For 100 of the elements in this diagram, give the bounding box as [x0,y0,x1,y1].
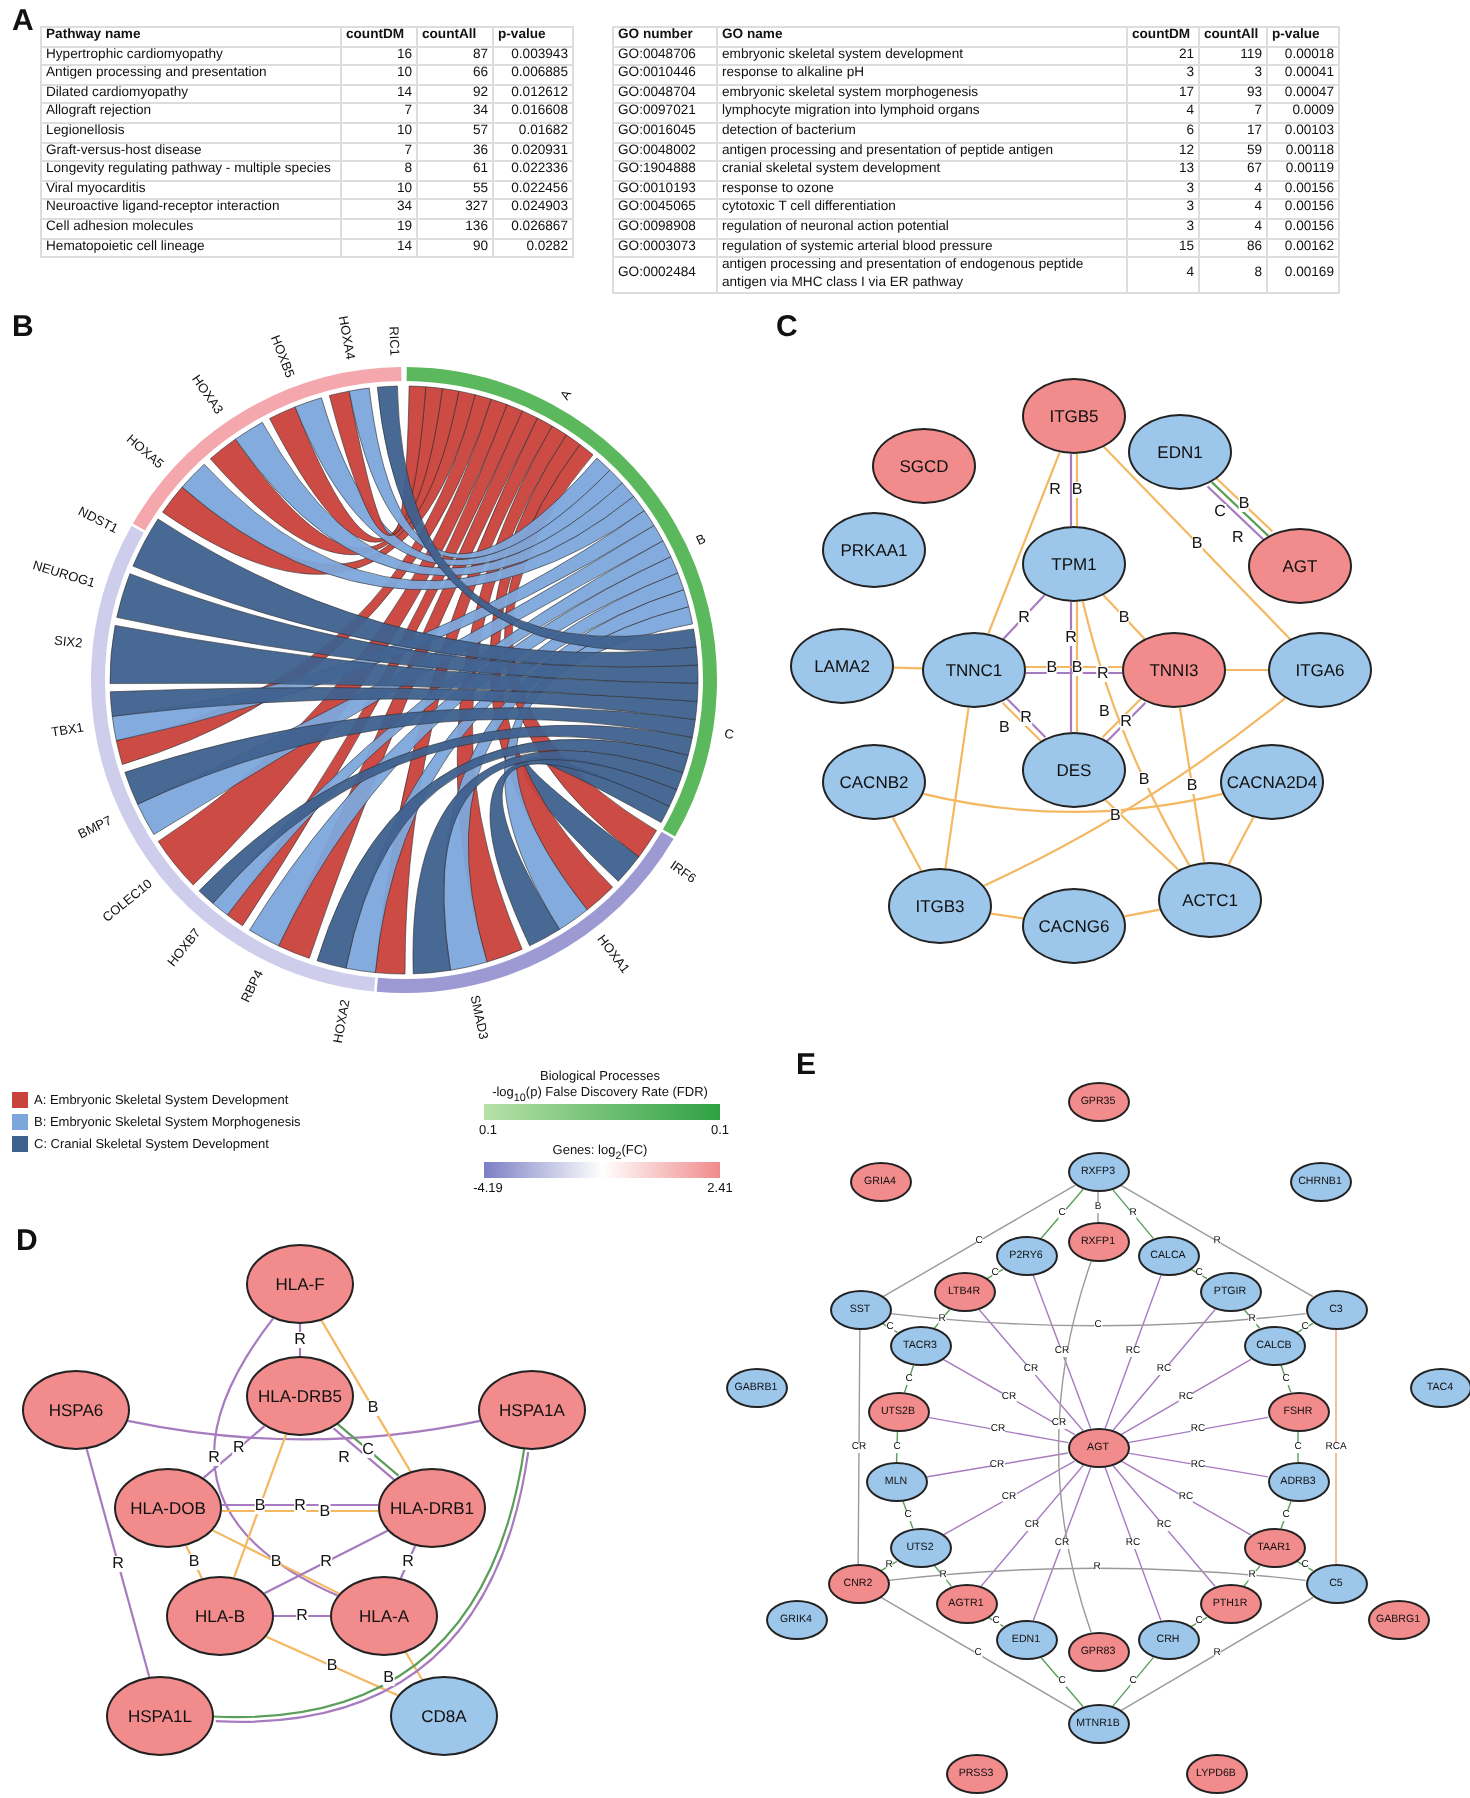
gene-name: DES [1056,760,1092,780]
connector-line [1280,1364,1292,1394]
gene-name: CACNG6 [1038,916,1110,936]
connector-line [298,1324,302,1356]
connector-line [1104,1274,1162,1430]
gene-name: HLA-DOB [130,1498,206,1518]
connector-line [1227,816,1255,866]
connector-line [923,792,1223,813]
gene-node [246,1356,354,1436]
connector-line [1097,1191,1099,1223]
connector-line [882,1184,1076,1298]
connector-line [1297,1431,1299,1463]
gene-node [790,628,894,704]
gene-node [872,428,976,504]
edge-label: B [188,1554,200,1570]
gene-name: ITGB3 [915,896,965,916]
edge-label: B [1238,496,1250,513]
edge-label: B [367,1400,379,1417]
edge-label: B [326,1658,338,1674]
gene-node [888,868,992,944]
gene-node [1267,1462,1329,1502]
connector-line [1112,1308,1216,1432]
gene-node [1267,1392,1329,1432]
connector-line [891,816,923,872]
gene-node [849,1162,911,1202]
gene-node [1409,1368,1470,1408]
edge-label: R [402,1554,414,1570]
connector-line [405,1652,423,1680]
panel-letter: D [16,1224,38,1258]
gene-node [378,1468,486,1548]
connector-line [990,912,1024,920]
gene-node [933,1272,995,1312]
gene-node [1248,528,1352,604]
gene-node [822,512,926,588]
connector-line [264,1529,388,1595]
gene-name: ACTC1 [1182,890,1238,910]
gene-node [827,1564,889,1604]
connector-line [1280,1500,1292,1530]
connector-line [1104,1466,1162,1622]
connector-line [983,697,1286,887]
edge-label: B [1110,808,1121,825]
gene-name: TPM1 [1051,554,1097,574]
connector-line [857,1329,861,1565]
gene-name: HLA-A [358,1606,410,1626]
gene-name: HSPA6 [48,1400,104,1420]
connector-line [927,1416,1069,1444]
connector-line [1120,1596,1314,1712]
connector-line [265,1635,399,1697]
gene-node [1067,1428,1129,1468]
edge-label: B [1046,659,1058,675]
connector-line [1102,594,1146,640]
gene-name: AGT [1282,556,1318,576]
connector-line [85,1448,151,1678]
connector-line [320,1320,412,1472]
gene-node [478,1370,586,1450]
edge-label: B [270,1554,282,1570]
connector-line [1127,1416,1269,1444]
edge-label: B [999,719,1010,736]
connector-line [903,1364,915,1394]
gene-node [1067,1704,1129,1744]
connector-line [1112,1656,1154,1708]
gene-node [1268,632,1372,708]
gene-node [1199,1584,1261,1624]
gene-node [1305,1564,1367,1604]
gene-name: ITGA6 [1295,660,1345,680]
connector-line [1069,454,1073,526]
connector-line [127,1419,481,1441]
gene-node [1199,1272,1261,1312]
edge-label: R [1049,482,1061,498]
edge-label: R [338,1450,350,1467]
edge-label: R [320,1554,332,1570]
gene-node [166,1576,274,1656]
connector-line [1040,1656,1084,1708]
gene-name: HLA-DRB1 [389,1498,475,1518]
connector-line [1335,1329,1337,1565]
edge-label: B [1071,482,1083,498]
connector-line [902,1500,914,1530]
gene-node [1067,1632,1129,1672]
edge-label: C [362,1441,374,1458]
panel-letter: A [12,4,34,38]
gene-node [390,1676,498,1756]
gene-node [1067,1222,1129,1262]
gene-node [1243,1528,1305,1568]
gene-node [829,1290,891,1330]
connector-line [942,1358,1076,1436]
gene-node [935,1584,997,1624]
edge-label: R [1097,665,1109,681]
gene-node [1022,888,1126,964]
panel-letter: E [796,1048,817,1082]
connector-line [1178,707,1206,863]
connector-line [1069,602,1073,732]
gene-node [106,1676,214,1756]
edge-label: B [1191,535,1203,551]
connector-line [1120,1184,1314,1298]
connector-line [1032,1274,1092,1430]
connector-line [1032,1466,1092,1622]
panel-letter: C [776,310,798,344]
gene-node [889,1326,951,1366]
gene-node [1122,632,1226,708]
edge-label: R [1232,529,1244,546]
